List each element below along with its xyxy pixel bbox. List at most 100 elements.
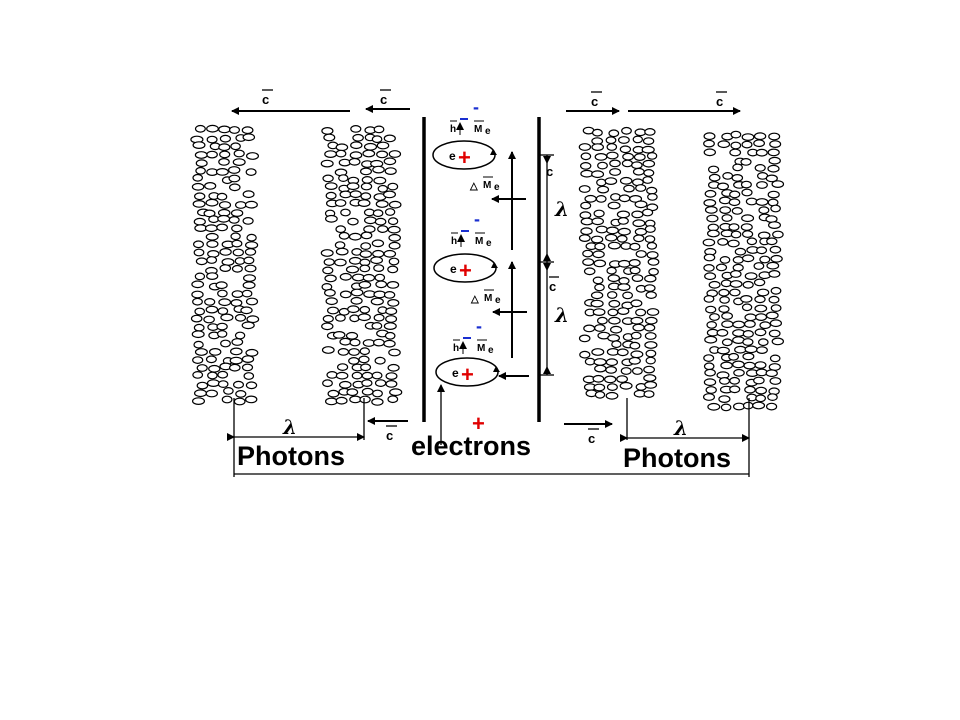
photon-particle xyxy=(325,297,338,306)
photon-particle xyxy=(339,272,352,281)
photon-particle xyxy=(335,149,347,158)
photon-particle xyxy=(742,330,754,338)
photon-particle xyxy=(629,266,641,275)
lambda-label-channel-1: λ xyxy=(554,197,569,221)
photon-particle xyxy=(322,379,333,388)
photons-label-left: Photons xyxy=(237,441,345,471)
photon-particle xyxy=(765,402,778,411)
photon-particle xyxy=(606,266,617,275)
photon-particle xyxy=(616,234,628,243)
photon-particle xyxy=(623,184,635,193)
photon-particle xyxy=(192,356,204,365)
photon-particle xyxy=(373,264,385,273)
photon-particle xyxy=(339,290,352,299)
photon-particle xyxy=(634,128,647,137)
photon-particle xyxy=(592,250,605,259)
photon-particle xyxy=(192,173,203,182)
photon-particle xyxy=(609,159,621,168)
photon-particle xyxy=(594,242,606,251)
photon-particle xyxy=(338,158,351,167)
svg-text:e: e xyxy=(486,238,492,249)
photon-particle xyxy=(334,199,347,207)
photon-particle xyxy=(608,299,621,308)
photon-particle xyxy=(745,197,758,206)
photon-particle xyxy=(193,323,205,332)
photon-particle xyxy=(206,124,219,133)
photon-particle xyxy=(718,395,731,404)
photon-particle xyxy=(192,397,206,406)
photon-particle xyxy=(732,256,744,264)
photon-particle xyxy=(703,139,715,148)
photon-particle xyxy=(704,368,716,377)
photon-particle xyxy=(362,273,376,282)
photon-particle xyxy=(349,151,363,160)
photon-cloud-left-inner xyxy=(320,124,403,406)
photon-particle xyxy=(634,227,648,236)
svg-text:c: c xyxy=(591,94,598,109)
photon-particle xyxy=(325,397,338,406)
photon-particle xyxy=(348,357,360,365)
photon-particle xyxy=(703,253,716,262)
photon-particle xyxy=(718,288,730,297)
photon-particle xyxy=(360,192,372,201)
photon-particle xyxy=(579,350,591,359)
photon-particle xyxy=(234,257,246,265)
photon-particle xyxy=(729,190,741,199)
photon-particle xyxy=(207,371,218,380)
photon-particle xyxy=(195,159,208,168)
channel-positive-charge: + xyxy=(472,411,485,436)
photon-particle xyxy=(233,149,245,158)
photon-particle xyxy=(755,313,768,322)
photon-particle xyxy=(717,140,731,149)
photon-particle xyxy=(635,308,647,317)
photon-particle xyxy=(707,229,720,238)
photon-particle xyxy=(644,225,656,233)
photon-particle xyxy=(616,348,629,357)
photon-particle xyxy=(708,173,721,182)
photon-particle xyxy=(597,161,608,170)
photons-label-right: Photons xyxy=(623,443,731,473)
photon-particle xyxy=(756,246,768,255)
photon-particle xyxy=(753,132,767,141)
photon-particle xyxy=(194,124,206,133)
photon-particle xyxy=(741,188,753,197)
photon-particle xyxy=(768,156,781,165)
photon-particle xyxy=(647,258,660,266)
photon-particle xyxy=(373,338,385,347)
photon-particle xyxy=(728,352,739,361)
photon-particle xyxy=(734,247,747,256)
photon-particle xyxy=(321,322,334,331)
photon-particle xyxy=(746,237,758,246)
photon-particle xyxy=(215,281,228,290)
photon-particle xyxy=(616,210,631,219)
photon-particle xyxy=(743,361,756,370)
h-bar-symbol: h xyxy=(451,232,458,247)
photon-particle xyxy=(644,274,657,283)
photon-particle xyxy=(646,241,658,250)
photon-particle xyxy=(219,247,232,256)
photon-particle xyxy=(229,363,241,372)
photon-particle xyxy=(644,235,656,244)
photon-particle xyxy=(734,345,747,354)
photon-particle xyxy=(757,338,769,347)
photon-particle xyxy=(196,381,209,390)
photon-particle xyxy=(376,141,390,150)
photon-particle xyxy=(324,274,337,283)
photon-particle xyxy=(245,168,257,177)
photon-particle xyxy=(373,313,385,322)
photon-particle xyxy=(631,274,644,283)
photon-particle xyxy=(582,258,595,267)
photon-particle xyxy=(731,173,744,182)
photon-particle xyxy=(387,182,399,191)
photon-particle xyxy=(194,224,208,233)
photon-particle xyxy=(769,354,781,363)
electron-symbol: e xyxy=(450,262,457,276)
electrons-label: electrons xyxy=(411,431,531,461)
svg-text:h: h xyxy=(451,236,457,247)
photon-particle xyxy=(388,241,401,250)
photon-particle xyxy=(594,283,605,292)
photon-particle xyxy=(345,331,359,340)
